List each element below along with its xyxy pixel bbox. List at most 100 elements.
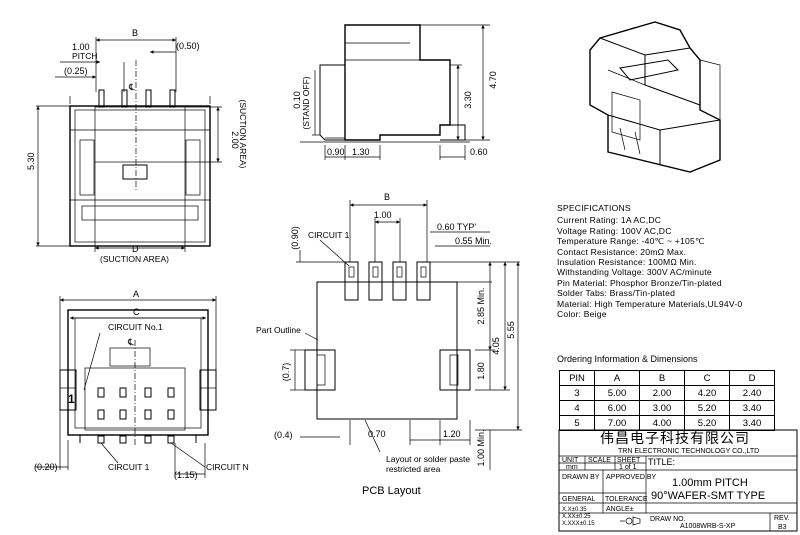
dim-offset: (0.25) (64, 66, 88, 76)
signal-pad (368, 261, 383, 301)
table-cell: 3.40 (729, 400, 775, 416)
suction-area-label-bottom: (SUCTION AREA) (100, 254, 169, 264)
rev-value: B3 (778, 524, 787, 531)
table-cell: 4.00 (639, 415, 685, 431)
sheet-value: 1 of 1 (619, 464, 637, 471)
scale-label: SCALE (588, 457, 611, 464)
pcb-dim-min285: 2.85 Min. (476, 287, 486, 324)
pin (121, 89, 128, 108)
sheet-label: SHEET (617, 457, 641, 464)
dim-w060: 0.60 (470, 147, 488, 157)
dim-020: (0.20) (34, 462, 58, 472)
dim-c: C (133, 307, 140, 317)
spec-line: Withstanding Voltage: 300V AC/minute (557, 267, 712, 278)
centerline-mark-bottom: ℄ (127, 337, 134, 347)
pcb-circuit-1-label: CIRCUIT 1 (308, 230, 350, 240)
table-cell: 2.40 (729, 385, 775, 401)
table-cell: 5.20 (684, 415, 730, 431)
signal-pad (344, 261, 359, 301)
dim-b: B (132, 28, 138, 38)
table-cell: 4 (559, 400, 595, 416)
table-header-row: PIN A B C D (559, 370, 775, 386)
circuit-n-label: CIRCUIT N (206, 462, 249, 472)
bottom-view (35, 296, 217, 478)
table-cell: 3.00 (639, 400, 685, 416)
specifications: SPECIFICATIONS Current Rating: 1A AC,DC … (557, 203, 797, 319)
table-cell: 5 (559, 415, 595, 431)
dim-pitch-word: PITCH (72, 51, 98, 61)
pcb-dim-090: (0.90) (290, 226, 300, 250)
centerline-mark: ℄ (128, 82, 135, 92)
pcb-layout (290, 200, 522, 470)
draw-no-label: DRAW NO. (650, 516, 686, 523)
ordering-heading: Ordering Information & Dimensions (557, 354, 698, 364)
suction-area (94, 106, 186, 163)
suction-area-label-side: (SUCTION AREA) (238, 100, 248, 169)
general-label: GENERAL (562, 496, 596, 503)
pcb-dim-pitch: 1.00 (374, 210, 392, 220)
dim-suction-height: 2.00 (230, 131, 240, 149)
dim-w090: 0.90 (327, 147, 345, 157)
table-row: 3 5.00 2.00 4.20 2.40 (559, 385, 775, 401)
rev-label: REV. (774, 515, 790, 522)
pin (98, 89, 105, 108)
tolerance-2: X.XX±0.25 (562, 514, 591, 520)
front-view (36, 37, 222, 252)
title-line-1: 1.00mm PITCH (672, 477, 748, 489)
pcb-dim-min055: 0.55 Min. (455, 236, 492, 246)
approved-by-label: APPROVED BY (606, 474, 657, 481)
spec-line: Voltage Rating: 100V AC,DC (557, 225, 672, 236)
spec-line: Solder Tabs: Brass/Tin-plated (557, 288, 676, 299)
mounting-pad (439, 349, 471, 391)
pcb-dim-120: 1.20 (443, 429, 461, 439)
table-header-cell: D (729, 370, 775, 386)
dim-d: D (132, 244, 139, 254)
dim-pitch: 1.00 (72, 42, 90, 52)
spec-line: Contact Resistance: 20mΩ Max. (557, 246, 687, 257)
table-header-cell: A (594, 370, 640, 386)
unit-label: UNIT (562, 457, 579, 464)
table-cell: 5.20 (684, 400, 730, 416)
spec-line: Insulation Resistance: 100MΩ Min. (557, 257, 697, 268)
pcb-dim-555: 5.55 (506, 321, 516, 339)
table-cell: 3 (559, 385, 595, 401)
table-cell: 7.00 (594, 415, 640, 431)
pcb-dim-070: 0.70 (368, 429, 386, 439)
pcb-dim-min100: 1.00 Min. (476, 429, 486, 466)
pcb-dim-b: B (384, 192, 390, 202)
tolerance-label: TOLERANCE (605, 496, 648, 503)
title-label: TITLE: (648, 457, 675, 467)
table-cell: 4.20 (684, 385, 730, 401)
spec-line: Color: Beige (557, 309, 607, 320)
dim-115: (1.15) (174, 470, 198, 480)
side-view (300, 24, 490, 160)
pcb-dim-405: 4.05 (491, 337, 501, 355)
table-header-cell: B (639, 370, 685, 386)
unit-value: mm (566, 464, 578, 471)
tolerance-3: X.XXX±0.15 (562, 521, 595, 527)
pin (169, 89, 176, 108)
circuit-1-label: CIRCUIT 1 (108, 462, 150, 472)
ordering-table: PIN A B C D 3 5.00 2.00 4.20 2.40 4 6.00… (559, 370, 775, 431)
circuit-no1-label: CIRCUIT No.1 (108, 322, 163, 332)
table-cell: 2.00 (639, 385, 685, 401)
spec-line: Temperature Range: -40℃ ~ +105℃ (557, 236, 705, 247)
dim-half-pitch: (0.50) (176, 41, 200, 51)
layout-note-line2: restricted area (386, 464, 441, 474)
spec-line: Current Rating: 1A AC,DC (557, 215, 662, 226)
table-header-cell: PIN (559, 370, 595, 386)
company-name-cn: 伟昌电子科技有限公司 (600, 431, 750, 447)
table-cell: 6.00 (594, 400, 640, 416)
pcb-dim-180: 1.80 (476, 362, 486, 380)
dim-h330: 3.30 (463, 91, 473, 109)
draw-no-value: A1008WRB-S-XP (680, 523, 736, 530)
pin (145, 89, 152, 108)
pcb-dim-04: (0.4) (274, 430, 293, 440)
title-block (558, 429, 798, 532)
table-header-cell: C (684, 370, 730, 386)
angle-label: ANGLE± (606, 506, 634, 513)
dim-h470: 4.70 (488, 71, 498, 89)
dim-standoff: 0.10 (292, 91, 302, 109)
spec-line: Pin Material: Phosphor Bronze/Tin-plated (557, 277, 722, 288)
specifications-heading: SPECIFICATIONS (557, 203, 631, 213)
